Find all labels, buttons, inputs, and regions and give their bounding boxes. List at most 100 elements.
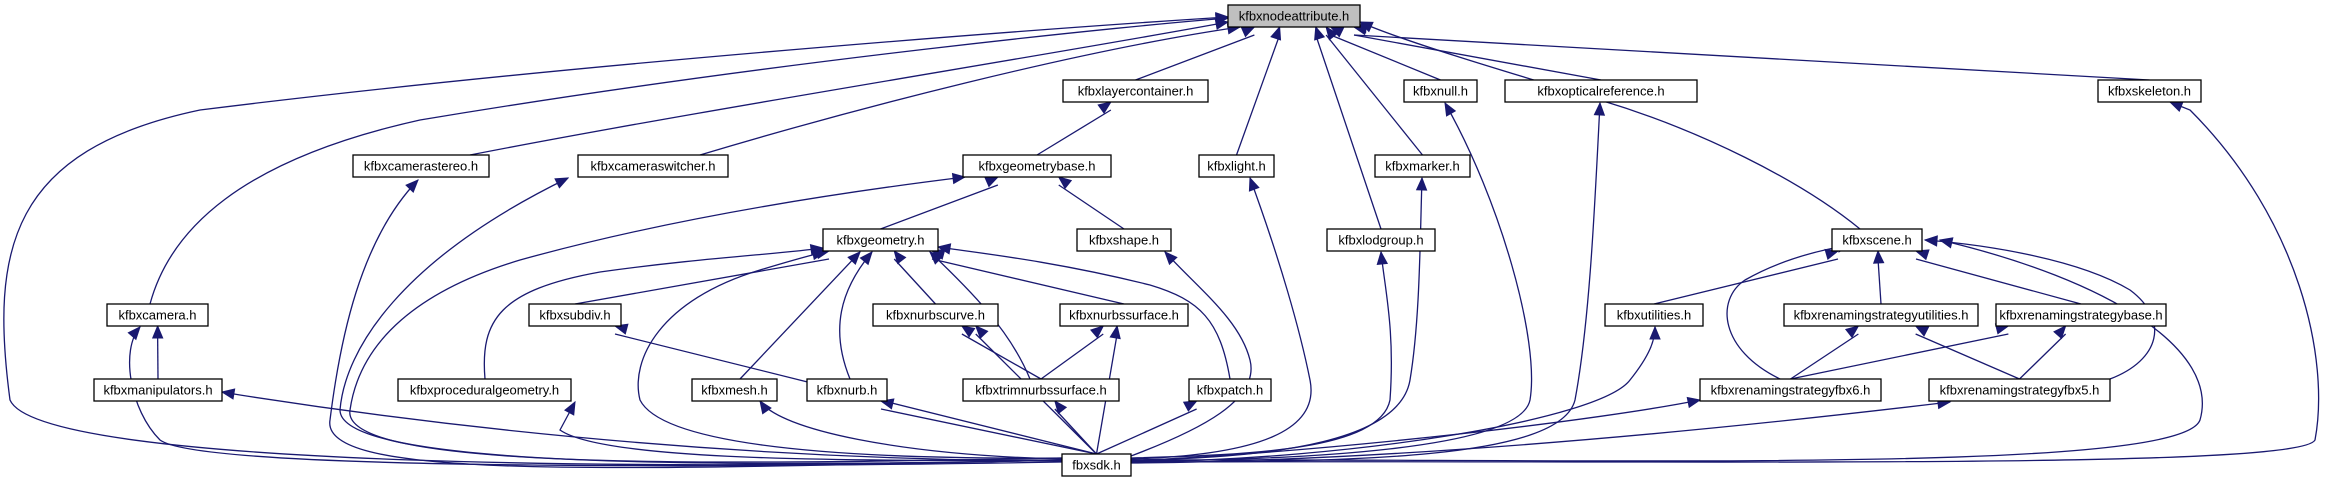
arrow-kfbxmesh-to-kfbxgeometry bbox=[847, 251, 861, 266]
arrow-kfbxrenamingstrategyutilities-to-kfbxscene bbox=[1872, 249, 1885, 264]
node-box-kfbxproceduralgeometry[interactable] bbox=[397, 378, 572, 402]
node-kfbxutilities[interactable]: kfbxutilities.h bbox=[1604, 303, 1704, 327]
node-label-kfbxmarker: kfbxmarker.h bbox=[1385, 159, 1459, 174]
arrow-fbxsdk-to-kfbxmesh bbox=[759, 399, 772, 415]
node-box-kfbxmarker[interactable] bbox=[1374, 154, 1471, 178]
arrow-fbxsdk-to-kfbxgeometry bbox=[811, 248, 827, 261]
node-box-kfbxrenamingstrategyfbx5[interactable] bbox=[1928, 378, 2111, 402]
edge-kfbxrenamingstrategyutilities-to-kfbxscene bbox=[1877, 258, 1882, 305]
node-label-kfbxpatch: kfbxpatch.h bbox=[1197, 383, 1264, 398]
node-box-kfbxlayercontainer[interactable] bbox=[1062, 79, 1209, 103]
node-box-kfbxnurb[interactable] bbox=[806, 378, 888, 402]
node-kfbxnurbssurface[interactable]: kfbxnurbssurface.h bbox=[1059, 303, 1189, 327]
node-box-kfbxcamera[interactable] bbox=[106, 303, 209, 327]
node-box-kfbxmanipulators[interactable] bbox=[93, 378, 223, 402]
node-kfbxrenamingstrategybase[interactable]: kfbxrenamingstrategybase.h bbox=[1995, 303, 2167, 327]
node-label-kfbxcamerastereo: kfbxcamerastereo.h bbox=[364, 159, 478, 174]
node-label-kfbxnurbssurface: kfbxnurbssurface.h bbox=[1069, 308, 1179, 323]
node-box-kfbxtrimnurbssurface[interactable] bbox=[962, 378, 1120, 402]
arrow-kfbxnurbscurve-to-kfbxgeometry bbox=[893, 249, 907, 265]
node-fbxsdk[interactable]: fbxsdk.h bbox=[1061, 453, 1132, 477]
node-label-kfbxnodeattribute: kfbxnodeattribute.h bbox=[1239, 9, 1350, 24]
node-box-kfbxutilities[interactable] bbox=[1604, 303, 1704, 327]
node-kfbxnurb[interactable]: kfbxnurb.h bbox=[806, 378, 888, 402]
node-box-kfbxmesh[interactable] bbox=[691, 378, 778, 402]
node-kfbxskeleton[interactable]: kfbxskeleton.h bbox=[2097, 79, 2202, 103]
edge-fbxsdk-to-kfbxutilities bbox=[1130, 326, 1656, 463]
node-kfbxlight[interactable]: kfbxlight.h bbox=[1198, 154, 1275, 178]
node-box-kfbxpatch[interactable] bbox=[1188, 378, 1272, 402]
node-kfbxlodgroup[interactable]: kfbxlodgroup.h bbox=[1326, 228, 1436, 252]
edge-kfbxrenamingstrategyfbx5-to-kfbxscene bbox=[1924, 239, 2156, 380]
node-kfbxrenamingstrategyfbx6[interactable]: kfbxrenamingstrategyfbx6.h bbox=[1699, 378, 1882, 402]
node-box-kfbxrenamingstrategyfbx6[interactable] bbox=[1699, 378, 1882, 402]
node-kfbxtrimnurbssurface[interactable]: kfbxtrimnurbssurface.h bbox=[962, 378, 1120, 402]
edge-kfbxproceduralgeometry-to-kfbxgeometry bbox=[483, 247, 824, 380]
node-label-kfbxlayercontainer: kfbxlayercontainer.h bbox=[1078, 84, 1194, 99]
node-kfbxlayercontainer[interactable]: kfbxlayercontainer.h bbox=[1062, 79, 1209, 103]
edge-kfbxtrimnurbssurface-to-kfbxnurbssurface bbox=[1040, 333, 1104, 380]
node-box-kfbxcameraswitcher[interactable] bbox=[577, 154, 729, 178]
node-kfbxmanipulators[interactable]: kfbxmanipulators.h bbox=[93, 378, 223, 402]
edge-kfbxcamerastereo-to-kfbxnodeattribute bbox=[469, 21, 1229, 156]
node-box-kfbxshape[interactable] bbox=[1076, 228, 1172, 252]
edge-kfbxrenamingstrategyfbx6-to-kfbxscene bbox=[1726, 244, 1851, 380]
node-kfbxshape[interactable]: kfbxshape.h bbox=[1076, 228, 1172, 252]
arrow-fbxsdk-to-kfbxmarker bbox=[1415, 176, 1428, 191]
node-label-kfbxtrimnurbssurface: kfbxtrimnurbssurface.h bbox=[975, 383, 1107, 398]
node-kfbxopticalreference[interactable]: kfbxopticalreference.h bbox=[1504, 79, 1698, 103]
node-kfbxnull[interactable]: kfbxnull.h bbox=[1403, 79, 1478, 103]
node-box-kfbxsubdiv[interactable] bbox=[528, 303, 622, 327]
edge-fbxsdk-to-kfbxnodeattribute bbox=[3, 16, 1229, 466]
node-kfbxnurbscurve[interactable]: kfbxnurbscurve.h bbox=[872, 303, 999, 327]
node-kfbxmesh[interactable]: kfbxmesh.h bbox=[691, 378, 778, 402]
edge-kfbxopticalreference-to-kfbxnodeattribute bbox=[1353, 34, 1602, 81]
arrow-kfbxgeometrybase-to-kfbxlayercontainer bbox=[1097, 101, 1112, 114]
arrow-fbxsdk-to-kfbxmanipulators bbox=[220, 388, 236, 400]
node-box-kfbxlight[interactable] bbox=[1198, 154, 1275, 178]
node-kfbxpatch[interactable]: kfbxpatch.h bbox=[1188, 378, 1272, 402]
node-kfbxrenamingstrategyutilities[interactable]: kfbxrenamingstrategyutilities.h bbox=[1783, 303, 1979, 327]
arrow-fbxsdk-to-kfbxskeleton bbox=[2168, 101, 2184, 112]
edge-fbxsdk-to-kfbxproceduralgeometry bbox=[559, 401, 1063, 462]
node-box-kfbxrenamingstrategybase[interactable] bbox=[1995, 303, 2167, 327]
node-box-kfbxnodeattribute[interactable] bbox=[1227, 4, 1361, 28]
node-kfbxgeometrybase[interactable]: kfbxgeometrybase.h bbox=[962, 154, 1112, 178]
arrow-kfbxnurb-to-kfbxgeometry bbox=[859, 251, 873, 266]
node-kfbxproceduralgeometry[interactable]: kfbxproceduralgeometry.h bbox=[397, 378, 572, 402]
node-box-kfbxskeleton[interactable] bbox=[2097, 79, 2202, 103]
node-box-kfbxrenamingstrategyutilities[interactable] bbox=[1783, 303, 1979, 327]
node-label-kfbxrenamingstrategyfbx5: kfbxrenamingstrategyfbx5.h bbox=[1940, 383, 2100, 398]
node-label-kfbxsubdiv: kfbxsubdiv.h bbox=[539, 308, 610, 323]
node-box-kfbxscene[interactable] bbox=[1831, 228, 1923, 252]
node-kfbxrenamingstrategyfbx5[interactable]: kfbxrenamingstrategyfbx5.h bbox=[1928, 378, 2111, 402]
node-box-kfbxcamerastereo[interactable] bbox=[352, 154, 490, 178]
edges-layer bbox=[3, 12, 2320, 469]
node-box-kfbxgeometrybase[interactable] bbox=[962, 154, 1112, 178]
arrow-kfbxshape-to-kfbxgeometrybase bbox=[1057, 176, 1073, 190]
node-box-kfbxlodgroup[interactable] bbox=[1326, 228, 1436, 252]
node-kfbxcameraswitcher[interactable]: kfbxcameraswitcher.h bbox=[577, 154, 729, 178]
node-kfbxscene[interactable]: kfbxscene.h bbox=[1831, 228, 1923, 252]
node-kfbxcamera[interactable]: kfbxcamera.h bbox=[106, 303, 209, 327]
node-kfbxmarker[interactable]: kfbxmarker.h bbox=[1374, 154, 1471, 178]
arrow-fbxsdk-to-kfbxnurbssurface bbox=[1109, 324, 1121, 340]
edge-kfbxutilities-to-kfbxscene bbox=[1653, 258, 1839, 305]
edge-kfbxrenamingstrategyfbx6-to-kfbxrenamingstrategyutilities bbox=[1790, 333, 1859, 380]
node-kfbxcamerastereo[interactable]: kfbxcamerastereo.h bbox=[352, 154, 490, 178]
node-box-kfbxnurbscurve[interactable] bbox=[872, 303, 999, 327]
node-box-kfbxnurbssurface[interactable] bbox=[1059, 303, 1189, 327]
node-label-kfbxcameraswitcher: kfbxcameraswitcher.h bbox=[591, 159, 716, 174]
node-kfbxnodeattribute[interactable]: kfbxnodeattribute.h bbox=[1227, 4, 1361, 28]
node-box-fbxsdk[interactable] bbox=[1061, 453, 1132, 477]
node-box-kfbxnull[interactable] bbox=[1403, 79, 1478, 103]
node-label-kfbxskeleton: kfbxskeleton.h bbox=[2108, 84, 2191, 99]
edge-kfbxcamera-to-kfbxnodeattribute bbox=[149, 17, 1229, 305]
node-box-kfbxgeometry[interactable] bbox=[822, 228, 939, 252]
node-label-kfbxrenamingstrategybase: kfbxrenamingstrategybase.h bbox=[1999, 308, 2162, 323]
edge-kfbxskeleton-to-kfbxnodeattribute bbox=[1353, 34, 2150, 81]
edge-fbxsdk-to-kfbxnurb bbox=[880, 408, 1097, 455]
node-box-kfbxopticalreference[interactable] bbox=[1504, 79, 1698, 103]
node-kfbxgeometry[interactable]: kfbxgeometry.h bbox=[822, 228, 939, 252]
node-kfbxsubdiv[interactable]: kfbxsubdiv.h bbox=[528, 303, 622, 327]
